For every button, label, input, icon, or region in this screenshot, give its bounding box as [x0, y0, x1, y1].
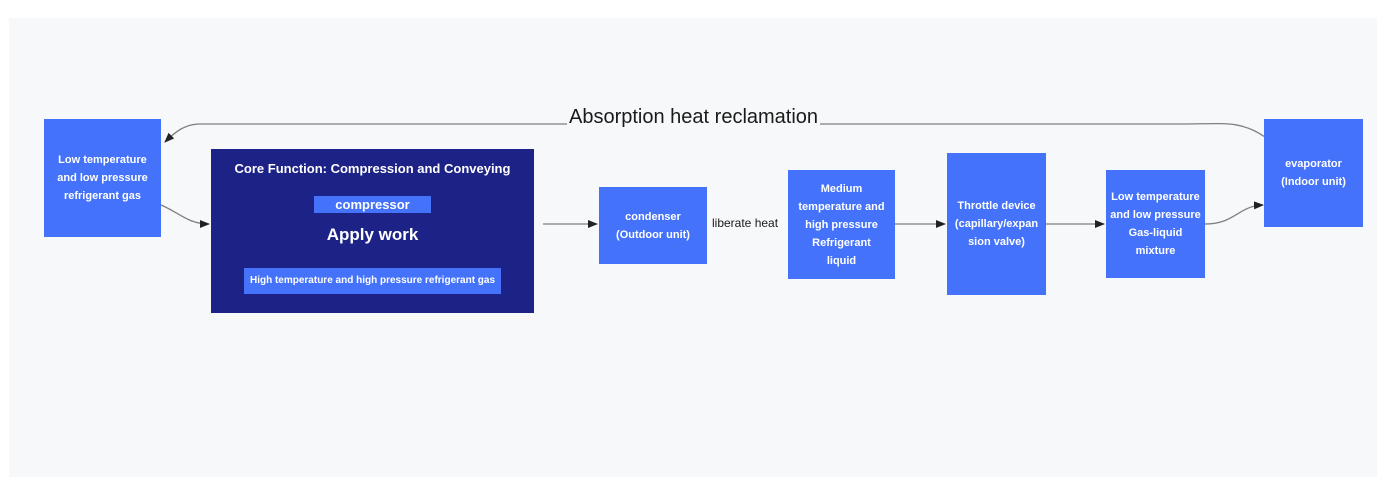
node-line: condenser — [625, 210, 681, 223]
node-line: (Outdoor unit) — [616, 228, 690, 241]
node-low-temp-gas: Low temperature and low pressure refrige… — [44, 119, 161, 237]
node-line: (capillary/expan — [954, 218, 1039, 230]
node-line: Throttle device — [957, 200, 1036, 212]
node-line: mixture — [1135, 245, 1176, 257]
node-line: (Indoor unit) — [1281, 176, 1346, 188]
node-throttle-device: Throttle device (capillary/expan sion va… — [947, 153, 1046, 295]
connector-gas-to-core — [160, 204, 210, 228]
node-line: liquid — [826, 254, 857, 267]
node-line: refrigerant gas — [63, 190, 141, 202]
core-output-box: High temperature and high pressure refri… — [244, 268, 501, 294]
node-line: Low temperature — [1111, 191, 1200, 203]
core-title: Core Function: Compression and Conveying — [234, 161, 511, 176]
node-line: Low temperature — [58, 154, 147, 166]
loop-label: Absorption heat reclamation — [567, 106, 821, 129]
core-function-box: Core Function: Compression and Conveying… — [211, 149, 534, 313]
node-line: Medium — [820, 182, 863, 195]
loop-connector — [164, 122, 1266, 143]
node-line: and low pressure — [1110, 209, 1201, 221]
node-medium-liquid: Medium temperature and high pressure Ref… — [788, 170, 895, 279]
node-evaporator: evaporator (Indoor unit) — [1264, 119, 1363, 227]
node-condenser: condenser (Outdoor unit) — [599, 187, 707, 264]
node-line: temperature and — [798, 200, 885, 213]
node-line: Refrigerant — [812, 236, 871, 249]
node-line: Gas-liquid — [1128, 227, 1183, 239]
node-line: evaporator — [1285, 158, 1342, 170]
edge-label-liberate-heat: liberate heat — [712, 216, 779, 230]
apply-work-label: Apply work — [326, 225, 419, 244]
compressor-box: compressor — [314, 196, 431, 213]
connector-mixture-to-evaporator — [1204, 201, 1264, 225]
node-line: sion valve) — [968, 236, 1025, 248]
node-gas-liquid-mixture: Low temperature and low pressure Gas-liq… — [1106, 170, 1205, 278]
node-line: and low pressure — [57, 172, 148, 184]
node-line: high pressure — [805, 218, 878, 231]
